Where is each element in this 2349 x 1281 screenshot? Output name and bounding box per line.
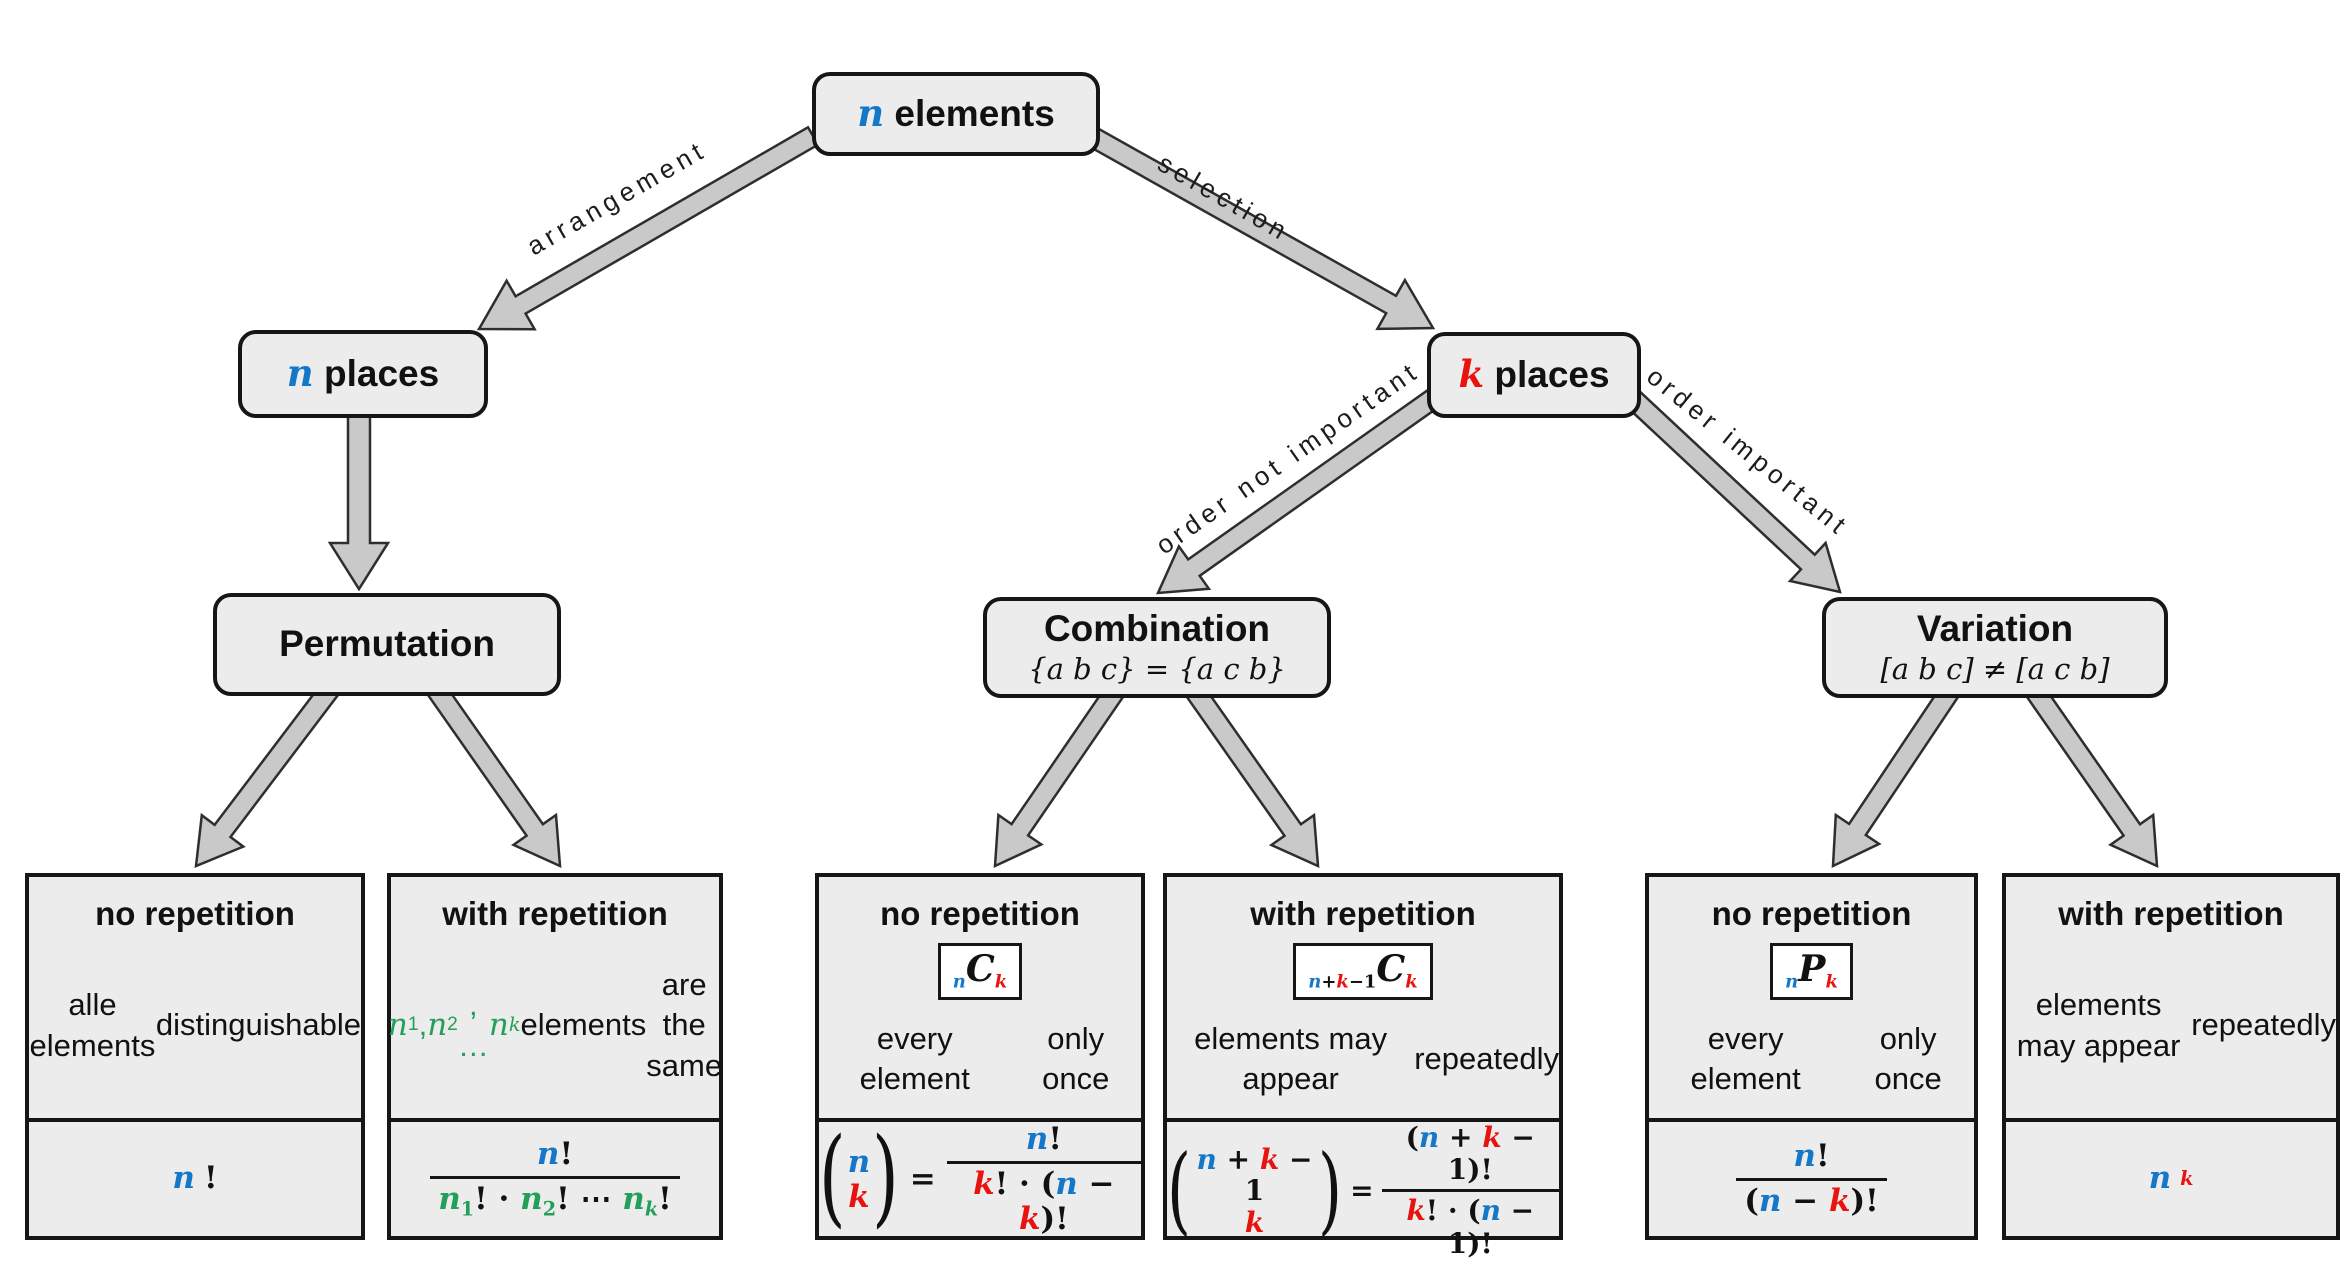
formula-badge-n+k-1Ck: n+k−1Ck (1293, 943, 1433, 1000)
binomial-coefficient: ( n + k − 1 k ) (1167, 1133, 1343, 1246)
leaf-formula: ( n k ) = n! k! · (n − k)! (819, 1116, 1141, 1240)
leaf-title: no repetition (1711, 895, 1912, 932)
fraction: n! n1! · n2! ⋯ nk! (430, 1136, 680, 1220)
open-paren: ( (819, 1116, 846, 1240)
node-variation-subtitle: [a b c] ≠ [a c b] (1880, 651, 2110, 686)
leaf-formula: n! n1! · n2! ⋯ nk! (391, 1122, 719, 1236)
leaf-formula: n! (n − k)! (1649, 1122, 1974, 1236)
arrow-n-places-to-permutation (327, 407, 391, 592)
open-paren: ( (1167, 1133, 1192, 1246)
arrow-selection (1084, 125, 1436, 331)
arrow-combination-to-with-repetition (1185, 683, 1320, 869)
node-n-places: n places (238, 330, 488, 418)
node-combination-subtitle: {a b c} = {a c b} (1028, 651, 1286, 686)
fraction: n! k! · (n − k)! (946, 1121, 1141, 1238)
node-k-places-label: k places (1458, 352, 1610, 397)
arrow-combination-to-no-repetition (993, 683, 1125, 869)
node-variation-label: Variation (1916, 608, 2074, 650)
node-variation: Variation [a b c] ≠ [a c b] (1822, 597, 2168, 698)
arrow-arrangement (476, 125, 820, 331)
fraction: n! (n − k)! (1736, 1138, 1887, 1219)
arrow-permutation-to-no-repetition (194, 681, 340, 868)
node-permutation: Permutation (213, 593, 561, 696)
node-permutation-label: Permutation (279, 623, 495, 665)
arrow-permutation-to-with-repetition (426, 681, 562, 869)
node-n-elements: n elements (812, 72, 1100, 156)
leaf-title: with repetition (2058, 895, 2284, 932)
node-n-places-label: n places (286, 351, 440, 396)
arrow-variation-to-no-repetition (1831, 683, 1961, 869)
node-combination: Combination {a b c} = {a c b} (983, 597, 1331, 698)
formula-badge-nCk: nCk (937, 943, 1023, 1000)
fraction: (n + k − 1)! k! · (n − 1)! (1381, 1121, 1559, 1260)
arrow-variation-to-with-repetition (2025, 683, 2159, 869)
close-paren: ) (872, 1116, 899, 1240)
binomial-coefficient: ( n k ) (819, 1116, 899, 1240)
node-n-elements-label: n elements (857, 91, 1055, 136)
close-paren: ) (1318, 1133, 1343, 1246)
leaf-title: with repetition (442, 895, 668, 932)
equals-sign: = (909, 1161, 936, 1198)
arrow-order-important (1622, 387, 1842, 594)
arrow-order-not-important (1155, 388, 1442, 595)
node-combination-label: Combination (1043, 608, 1271, 650)
leaf-title: with repetition (1250, 895, 1476, 932)
leaf-formula: ( n + k − 1 k ) = (n + k − 1)! k! · (n −… (1167, 1121, 1559, 1260)
leaf-combination-with-repetition: with repetition n+k−1Ck elements may app… (1163, 873, 1563, 1259)
formula-badge-nPk: nPk (1770, 943, 1853, 1000)
leaf-formula: n! (172, 1160, 218, 1197)
leaf-header: with repetition n+k−1Ck elements may app… (1167, 877, 1559, 1122)
leaf-title: no repetition (880, 895, 1080, 932)
node-k-places: k places (1427, 332, 1641, 418)
equals-sign: = (1350, 1173, 1374, 1207)
leaf-title: no repetition (95, 895, 295, 932)
